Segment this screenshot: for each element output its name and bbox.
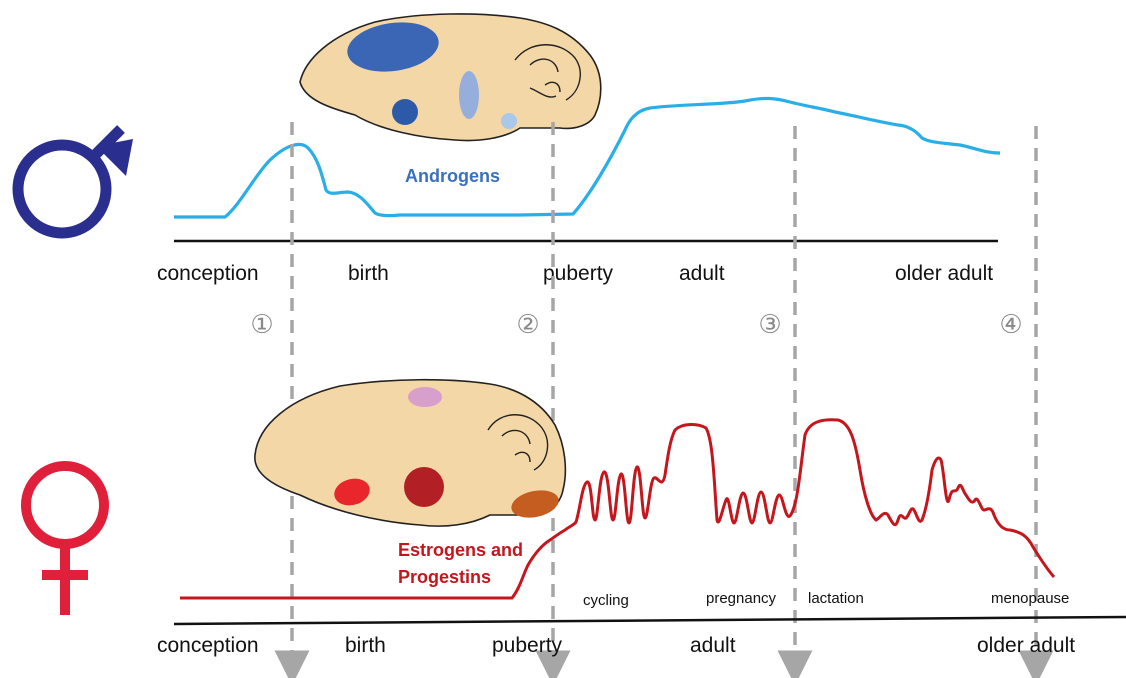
female-symbol-icon bbox=[26, 466, 104, 615]
male-region-medial bbox=[392, 99, 418, 125]
female-region-cortex bbox=[408, 387, 442, 407]
female-timeline-axis bbox=[174, 617, 1126, 624]
female-hormone-label-line1: Estrogens and bbox=[398, 540, 523, 560]
phase-label-pregnancy: pregnancy bbox=[706, 590, 777, 607]
phase-label-menopause: menopause bbox=[991, 590, 1069, 607]
female-stage-birth: birth bbox=[345, 634, 386, 657]
female-stage-conception: conception bbox=[157, 634, 259, 657]
transition-marker-4: ④ bbox=[999, 309, 1022, 339]
female-region-hypothalamus bbox=[404, 467, 444, 507]
transition-marker-3: ③ bbox=[758, 309, 781, 339]
transition-marker-1: ① bbox=[250, 309, 273, 339]
phase-label-cycling: cycling bbox=[583, 592, 629, 609]
female-hormone-label-line2: Progestins bbox=[398, 567, 491, 587]
female-brain-icon bbox=[255, 380, 566, 526]
transition-marker-2: ② bbox=[516, 309, 539, 339]
male-stage-birth: birth bbox=[348, 262, 389, 285]
male-symbol-icon bbox=[18, 129, 133, 233]
male-stage-older-adult: older adult bbox=[895, 262, 993, 285]
male-region-brainstem bbox=[501, 113, 517, 129]
female-stage-older-adult: older adult bbox=[977, 634, 1075, 657]
male-region-hypothalamus bbox=[459, 71, 479, 119]
male-brain-icon bbox=[300, 14, 601, 141]
female-panel: Estrogens and Progestins cycling pregnan… bbox=[26, 380, 1126, 657]
male-stage-adult: adult bbox=[679, 262, 725, 285]
female-stage-puberty: puberty bbox=[492, 634, 563, 657]
male-stage-conception: conception bbox=[157, 262, 259, 285]
androgen-label: Androgens bbox=[405, 166, 500, 186]
phase-label-lactation: lactation bbox=[808, 590, 864, 607]
male-panel: Androgens conception birth puberty adult… bbox=[18, 14, 1000, 285]
female-stage-adult: adult bbox=[690, 634, 736, 657]
